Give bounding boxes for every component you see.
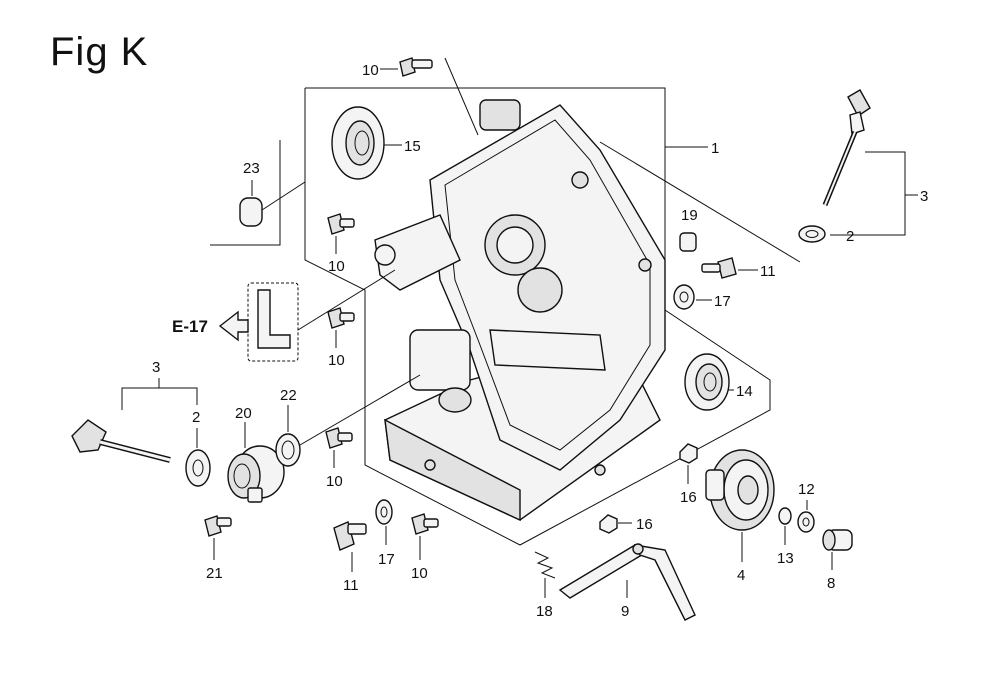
callout-17-lower: 17 [378,551,395,568]
callout-21: 21 [206,565,223,582]
callout-8: 8 [827,575,835,592]
bolt-part-11-lower [333,521,367,551]
nut-part-16-center [599,514,618,534]
o-ring-part-22 [275,433,301,467]
callout-10-upper-left: 10 [328,258,345,275]
callout-3-right: 3 [920,188,928,205]
bolt-part-10-upper-left [327,213,355,235]
bolt-part-10-top [399,57,433,77]
reference-e17: E-17 [172,317,208,336]
callout-22: 22 [280,387,297,404]
callout-19: 19 [681,207,698,224]
callout-3-left: 3 [152,359,160,376]
callout-10-lower-left: 10 [326,473,343,490]
leader-lines [121,57,918,598]
crankcase-group-outline [304,87,771,546]
bolt-part-10-mid-left [327,307,355,329]
callout-15: 15 [404,138,421,155]
crankcase-cover [374,99,666,522]
nut-part-16-right [679,443,698,464]
callout-10-mid-left: 10 [328,352,345,369]
washer-part-17-right [673,284,695,310]
bolt-part-10-bottom [411,513,439,535]
callout-20: 20 [235,405,252,422]
callout-2-right: 2 [846,228,854,245]
callout-18: 18 [536,603,553,620]
callout-1: 1 [711,140,719,157]
dipstick-part-3-right [822,89,871,206]
clip-part-12 [797,511,815,533]
callout-10-bottom: 10 [411,565,428,582]
oil-seal-part-15 [331,106,385,180]
callout-12: 12 [798,481,815,498]
bolt-part-21 [204,515,232,537]
dowel-pin-part-19 [679,232,697,252]
governor-arm-part-9 [558,543,696,621]
callout-11-lower: 11 [343,577,359,594]
bolt-part-11-right [701,257,737,279]
washer-part-13 [778,507,792,525]
dipstick-part-3-left [71,419,171,463]
callout-23: 23 [243,160,260,177]
washer-part-2-left [185,449,211,487]
spring-part-18 [534,551,556,579]
breather-hose-reference-box [218,282,299,362]
callout-16-center: 16 [636,516,653,533]
washer-part-2-right [798,225,826,243]
oil-filler-neck-part-20 [227,445,285,503]
shaft-part-8 [822,529,853,551]
governor-gear-part-4 [705,449,775,531]
callout-4: 4 [737,567,745,584]
bolt-part-10-lower-left [325,427,353,449]
callout-17-right: 17 [714,293,731,310]
callout-10-top: 10 [362,62,379,79]
callout-16-right: 16 [680,489,697,506]
cap-part-23 [210,140,281,246]
washer-part-17-lower [375,499,393,525]
callout-2-left: 2 [192,409,200,426]
figure-title: Fig K [50,30,149,74]
callout-14: 14 [736,383,753,400]
callout-13: 13 [777,550,794,567]
bearing-part-14 [684,353,730,411]
callout-9: 9 [621,603,629,620]
callout-11-right: 11 [760,263,776,280]
